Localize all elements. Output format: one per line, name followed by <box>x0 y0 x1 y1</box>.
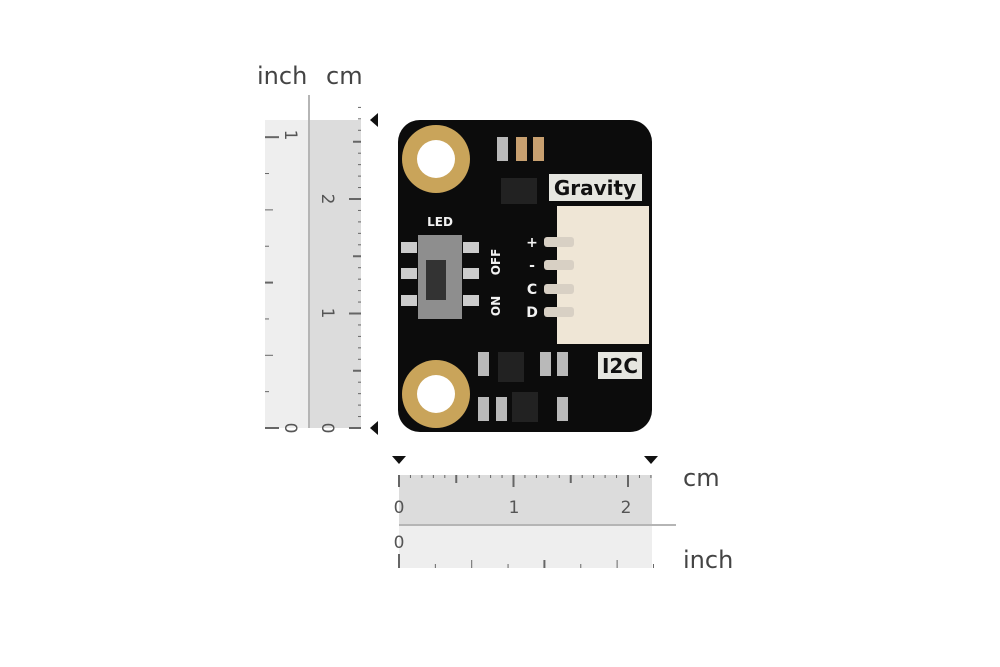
h-cm-number-0: 0 <box>394 498 405 518</box>
inch-number-1: 1 <box>280 130 300 141</box>
bottom-marker-arrow-icon <box>370 421 378 435</box>
h-cm-number-2: 2 <box>621 498 632 518</box>
h-cm-label: cm <box>683 464 720 492</box>
left-marker-arrow-icon <box>392 456 406 464</box>
horizontal-ruler: 0 1 2 0 cm inch <box>392 456 733 574</box>
connector-housing <box>557 206 649 344</box>
cm-label: cm <box>326 62 363 90</box>
h-inch-number-0: 0 <box>394 533 405 553</box>
inch-label: inch <box>257 62 307 90</box>
off-label: OFF <box>489 249 503 276</box>
i2c-label: I2C <box>602 354 638 378</box>
cm-number-2: 2 <box>317 194 337 205</box>
top-marker-arrow-icon <box>370 113 378 127</box>
cm-number-1: 1 <box>317 308 337 319</box>
h-cm-number-1: 1 <box>509 498 520 518</box>
i2c-badge <box>598 352 642 379</box>
gravity-badge <box>549 174 642 201</box>
connector-pin <box>544 237 574 247</box>
connector-pin <box>544 284 574 294</box>
led-label: LED <box>427 215 453 229</box>
pin-label-d: D <box>526 305 538 321</box>
smd-components <box>478 137 568 422</box>
sensor-board: LED OFF ON Gravity I2C + - C D <box>398 120 652 432</box>
connector-pin <box>544 307 574 317</box>
on-label: ON <box>489 296 503 316</box>
cm-strip <box>309 120 361 428</box>
connector-pin <box>544 260 574 270</box>
inch-number-0: 0 <box>280 423 300 434</box>
pin-label-c: C <box>527 282 537 298</box>
cm-strip-h <box>399 475 652 525</box>
mounting-hole-top <box>402 125 470 193</box>
h-inch-label: inch <box>683 546 733 574</box>
mounting-hole-bottom <box>402 360 470 428</box>
cm-number-0: 0 <box>317 423 337 434</box>
gravity-label: Gravity <box>554 176 636 200</box>
inch-strip-h <box>399 525 652 568</box>
pin-label-minus: - <box>529 258 535 274</box>
inch-strip <box>265 120 309 428</box>
led-switch <box>401 235 479 319</box>
pin-label-plus: + <box>526 235 538 251</box>
vertical-ruler: inch cm 0 1 0 1 2 <box>257 62 378 435</box>
right-marker-arrow-icon <box>644 456 658 464</box>
